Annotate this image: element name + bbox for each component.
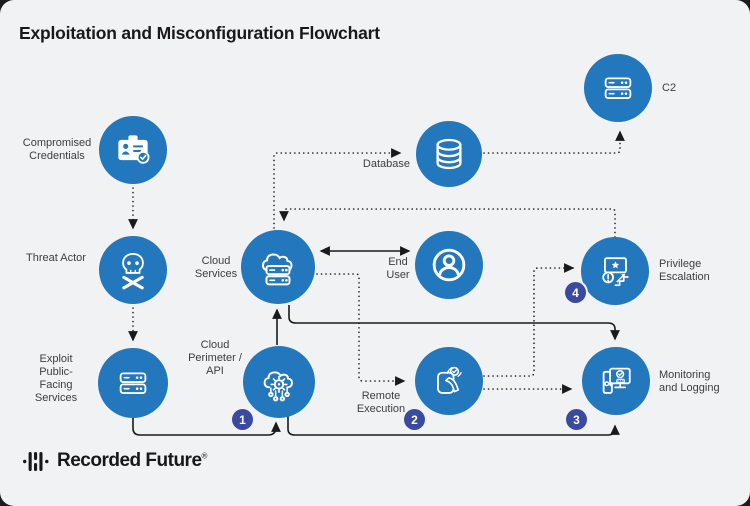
step-badge-4: 4	[565, 282, 586, 303]
remote-execution-icon	[437, 366, 462, 394]
node-threat-actor	[99, 236, 167, 304]
node-cloud-perimeter	[243, 346, 315, 418]
node-remote-execution	[415, 347, 483, 415]
label-cloud-services: Cloud Services	[194, 255, 238, 280]
label-end-user: End User	[386, 256, 410, 281]
label-exploit-services: Exploit Public-Facing Services	[34, 353, 78, 404]
label-compromised-credentials: Compromised Credentials	[22, 137, 92, 162]
label-remote-execution: Remote Execution	[356, 390, 406, 415]
node-monitoring-logging	[582, 347, 650, 415]
server-icon	[604, 77, 632, 99]
recorded-future-logo-icon	[23, 451, 49, 471]
node-database	[416, 121, 482, 187]
label-threat-actor: Threat Actor	[26, 252, 86, 264]
cloud-api-icon	[263, 371, 293, 402]
node-cloud-services	[241, 230, 315, 304]
step-badge-2: 2	[404, 409, 425, 430]
cloud-server-icon	[261, 253, 293, 286]
label-c2: C2	[662, 82, 677, 94]
brand-name: Recorded Future®	[57, 450, 208, 471]
label-monitoring-logging: Monitoring and Logging	[659, 369, 720, 394]
monitor-security-icon	[602, 367, 631, 394]
edge-cloud-services-to-remote-execution	[316, 273, 406, 386]
page-title: Exploitation and Misconfiguration Flowch…	[19, 23, 380, 43]
node-c2	[584, 54, 652, 122]
edge-remote-execution-to-privilege-escalation	[483, 263, 575, 377]
privilege-escalation-icon	[602, 257, 629, 287]
node-exploit-services	[98, 348, 168, 418]
id-card-icon	[118, 135, 150, 164]
registered-mark: ®	[201, 451, 208, 461]
step-badge-3: 3	[566, 409, 587, 430]
node-privilege-escalation	[581, 237, 649, 305]
server-icon	[119, 372, 147, 394]
user-icon	[432, 248, 466, 282]
step-badge-1: 1	[232, 409, 253, 430]
label-cloud-perimeter: Cloud Perimeter / API	[188, 339, 242, 377]
label-database: Database	[362, 158, 410, 170]
node-end-user	[415, 231, 483, 299]
edge-cloud-perimeter-to-monitoring-logging	[287, 416, 620, 436]
edge-exploit-services-to-cloud-perimeter	[132, 418, 281, 436]
database-icon	[436, 138, 462, 170]
edge-database-to-c2	[483, 130, 625, 154]
edge-cloud-services-to-database	[273, 148, 402, 229]
edge-cloud-services-to-monitoring-logging	[288, 305, 620, 341]
label-privilege-escalation: Privilege Escalation	[659, 258, 710, 283]
brand-logo: Recorded Future®	[23, 450, 207, 472]
skull-crossbones-icon	[122, 253, 144, 290]
node-compromised-credentials	[99, 116, 167, 184]
